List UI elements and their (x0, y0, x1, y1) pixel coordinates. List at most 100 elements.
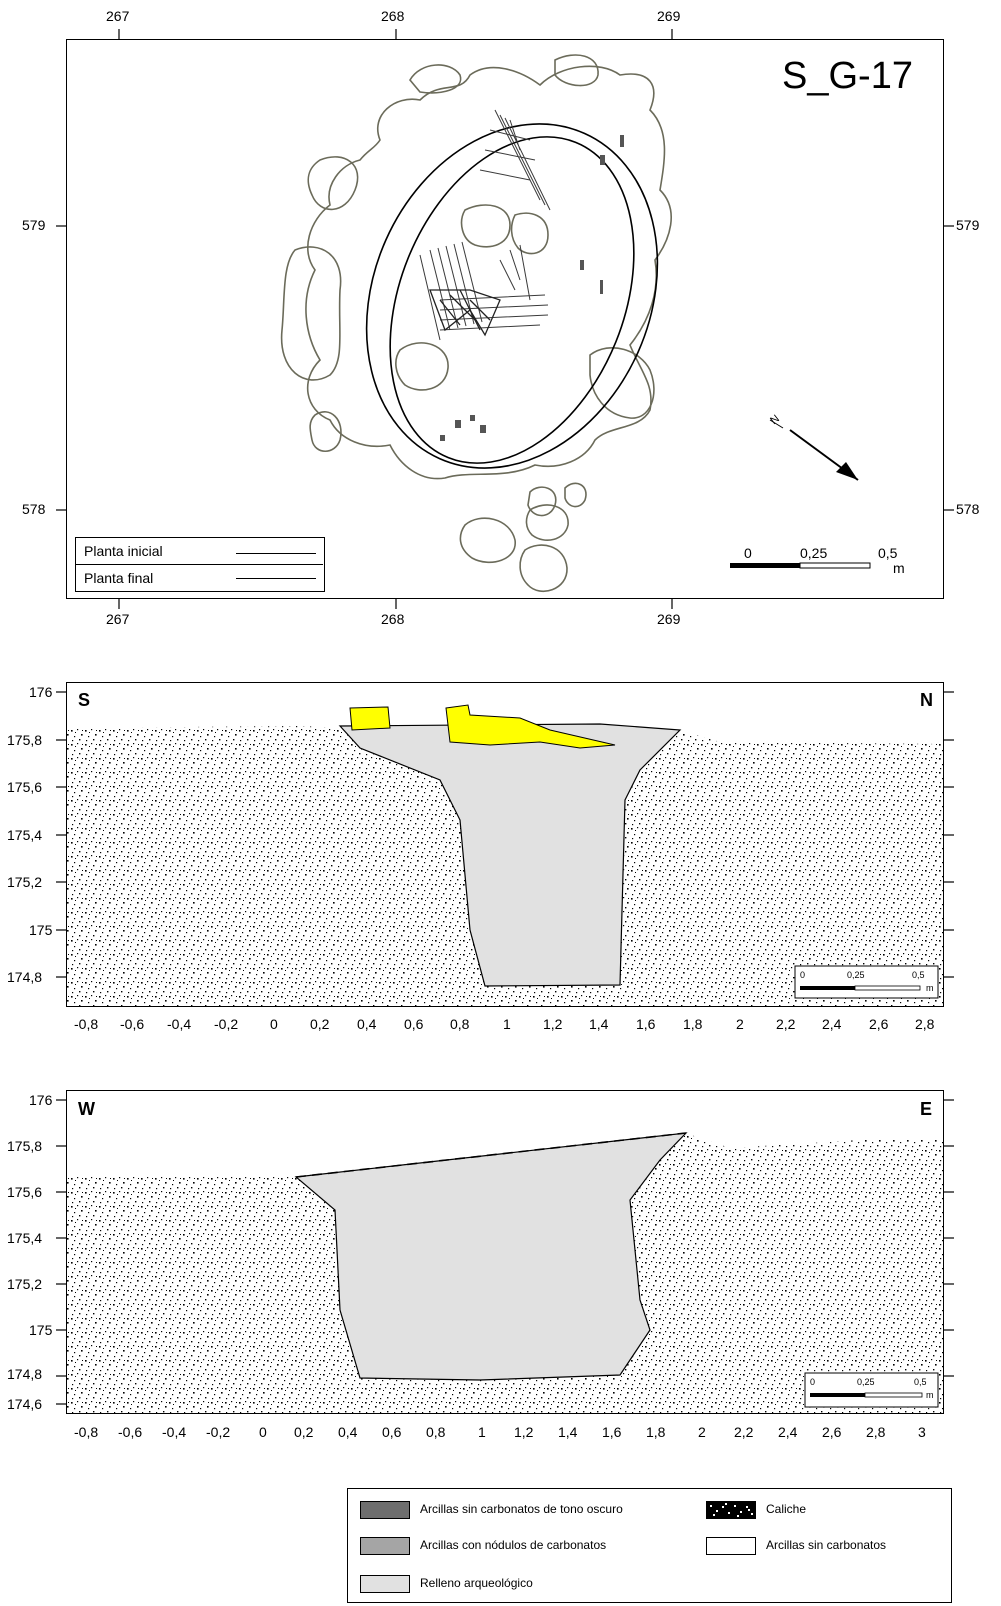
section2-x-tick: -0,6 (118, 1424, 143, 1440)
section1-drawing (56, 691, 954, 1006)
section1-x-tick: 2 (736, 1016, 744, 1032)
section2-y-tick: 175,4 (7, 1230, 43, 1246)
plan-scale-0: 0 (744, 545, 752, 561)
section1-scale-025: 0,25 (847, 970, 865, 980)
section1-scale-05: 0,5 (912, 970, 925, 980)
section1-scale-bar (794, 965, 939, 999)
swatch-caliche (706, 1501, 756, 1519)
section2-scale-025: 0,25 (857, 1377, 875, 1387)
section1-x-tick: 0,4 (357, 1016, 377, 1032)
section1-x-tick: -0,2 (214, 1016, 239, 1032)
plan-y-tick-right: 579 (956, 217, 980, 233)
section2-y-tick: 174,8 (7, 1366, 43, 1382)
section1-y-tick: 176 (29, 684, 53, 700)
plan-scale-unit: m (893, 560, 905, 576)
section2-x-tick: 3 (918, 1424, 926, 1440)
section2-y-tick: 175,2 (7, 1276, 43, 1292)
section2-x-tick: 1 (478, 1424, 486, 1440)
section1-y-tick: 175,6 (7, 779, 43, 795)
section1-x-tick: 0,8 (450, 1016, 470, 1032)
material-key: Arcillas sin carbonatos de tono oscuro C… (347, 1488, 952, 1603)
section1-y-tick: 175,8 (7, 732, 43, 748)
section1-x-tick: 0,6 (404, 1016, 424, 1032)
section2-right-label: E (920, 1099, 933, 1119)
section2-x-tick: 1,4 (558, 1424, 578, 1440)
section2-x-tick: 2 (698, 1424, 706, 1440)
section2-x-tick: -0,2 (206, 1424, 231, 1440)
plan-y-tick-left: 579 (22, 217, 46, 233)
section2-x-tick: 0,4 (338, 1424, 358, 1440)
section2-x-tick: 1,6 (602, 1424, 622, 1440)
section2-drawing (56, 1099, 954, 1413)
section1-x-tick: 1,2 (543, 1016, 563, 1032)
legend-final-label: Planta final (84, 570, 154, 586)
plan-x-tick-top: 269 (657, 8, 681, 24)
section1-x-tick: 0,2 (310, 1016, 330, 1032)
section1-x-tick: 2,2 (776, 1016, 796, 1032)
section1-x-axis: -0,8 -0,6 -0,4 -0,2 0 0,2 0,4 0,6 0,8 1 … (66, 1016, 944, 1036)
section2-x-tick: 0,6 (382, 1424, 402, 1440)
section2-x-axis: -0,8 -0,6 -0,4 -0,2 0 0,2 0,4 0,6 0,8 1 … (66, 1424, 944, 1444)
section2-y-tick: 175 (29, 1322, 53, 1338)
key-fill-label: Relleno arqueológico (420, 1576, 533, 1590)
section1-x-tick: 2,8 (915, 1016, 935, 1032)
section2-scale-05: 0,5 (914, 1377, 927, 1387)
key-caliche-label: Caliche (766, 1502, 807, 1516)
section2-scale-bar (804, 1372, 939, 1408)
section2-x-tick: -0,8 (74, 1424, 99, 1440)
key-dark-clay-label: Arcillas sin carbonatos de tono oscuro (420, 1502, 623, 1516)
section2-x-tick: 0,2 (294, 1424, 314, 1440)
section2-scale-0: 0 (810, 1377, 816, 1387)
plan-x-tick-top: 268 (381, 8, 405, 24)
legend-initial-label: Planta inicial (84, 543, 163, 559)
section1-x-tick: 1,8 (683, 1016, 703, 1032)
section1-x-tick: 2,4 (822, 1016, 842, 1032)
swatch-dark-clay (360, 1501, 410, 1519)
plan-x-tick-top: 267 (106, 8, 130, 24)
plan-scale-05: 0,5 (878, 545, 898, 561)
section1-scale-0: 0 (800, 970, 806, 980)
swatch-plain-clay (706, 1537, 756, 1555)
plan-legend: Planta inicial Planta final (75, 537, 325, 592)
section2-y-tick: 175,6 (7, 1184, 43, 1200)
key-nodule-clay-label: Arcillas con nódulos de carbonatos (420, 1538, 607, 1552)
north-arrow-icon (769, 419, 859, 481)
section2-x-tick: 0 (259, 1424, 267, 1440)
section1-scale-unit: m (926, 983, 934, 993)
section1-y-tick: 175,4 (7, 827, 43, 843)
section1-x-tick: -0,6 (120, 1016, 145, 1032)
plan-y-tick-left: 578 (22, 501, 46, 517)
plan-frame (66, 39, 944, 599)
section2-x-tick: 2,8 (866, 1424, 886, 1440)
plan-scale-bar (730, 562, 871, 569)
section2-y-tick: 174,6 (7, 1396, 43, 1412)
section2-x-tick: 2,6 (822, 1424, 842, 1440)
plan-x-tick-bottom: 267 (106, 611, 130, 627)
legend-divider (76, 564, 323, 565)
section1-x-tick: 1 (503, 1016, 511, 1032)
plan-scale-025: 0,25 (800, 545, 828, 561)
section2-x-tick: -0,4 (162, 1424, 187, 1440)
section2-x-tick: 1,8 (646, 1424, 666, 1440)
section1-x-tick: -0,4 (167, 1016, 192, 1032)
legend-final-line (236, 578, 316, 579)
section2-x-tick: 0,8 (426, 1424, 446, 1440)
plan-x-tick-bottom: 268 (381, 611, 405, 627)
section2-x-tick: 2,2 (734, 1424, 754, 1440)
swatch-fill (360, 1575, 410, 1593)
section1-x-tick: 1,6 (636, 1016, 656, 1032)
plan-x-tick-bottom: 269 (657, 611, 681, 627)
section1-left-label: S (78, 690, 91, 710)
section2-scale-unit: m (926, 1390, 934, 1400)
key-plain-clay-label: Arcillas sin carbonatos (766, 1538, 887, 1552)
section1-y-tick: 175 (29, 922, 53, 938)
section2-x-tick: 1,2 (514, 1424, 534, 1440)
section1-y-tick: 174,8 (7, 969, 43, 985)
section2-y-tick: 175,8 (7, 1138, 43, 1154)
section2-y-tick: 176 (29, 1092, 53, 1108)
plan-drawing (56, 29, 954, 609)
swatch-nodule-clay (360, 1537, 410, 1555)
section2-left-label: W (78, 1099, 95, 1119)
section1-x-tick: 1,4 (589, 1016, 609, 1032)
legend-initial-line (236, 553, 316, 554)
